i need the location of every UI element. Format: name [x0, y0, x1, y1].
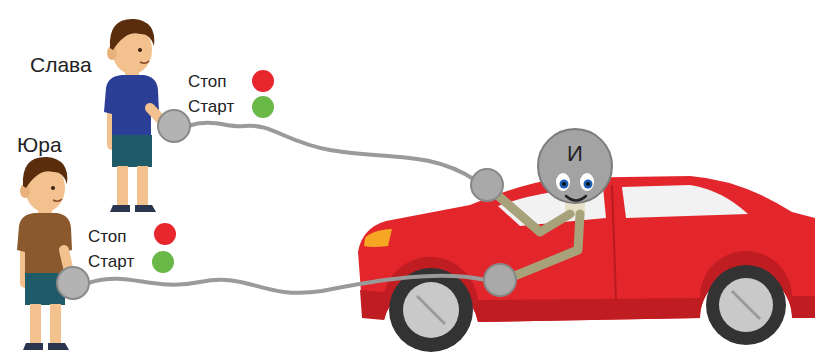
legend-swatch — [154, 223, 176, 245]
boy-yura — [17, 157, 72, 350]
boy-arm — [64, 250, 70, 276]
legend-swatch — [252, 96, 274, 118]
node-text: И — [539, 130, 611, 166]
boy-figure — [17, 157, 72, 350]
boy-name: Юра — [17, 133, 62, 157]
car-window — [622, 185, 748, 218]
legend-swatch — [252, 70, 274, 92]
robot-arm — [502, 214, 580, 281]
remote-knob — [158, 110, 190, 142]
legend-text: Старт — [88, 252, 134, 272]
legend-swatch — [152, 251, 174, 273]
car-wheel — [389, 268, 473, 352]
car-control-knob — [484, 264, 516, 296]
car-hub — [403, 282, 459, 338]
car-wheel — [706, 265, 786, 345]
control-wire — [188, 123, 475, 180]
car-headlight — [364, 229, 392, 247]
car-hub-line — [417, 296, 445, 324]
boy-slava — [104, 19, 165, 212]
boy-name: Слава — [30, 53, 92, 77]
robot-head: И — [537, 128, 613, 204]
car-hub-line — [732, 291, 760, 319]
car-hub — [719, 278, 773, 332]
boy-arm — [150, 108, 165, 124]
legend-text: Стоп — [188, 72, 227, 92]
remote-knob — [57, 267, 89, 299]
control-wire — [88, 276, 486, 293]
legend-text: Стоп — [88, 227, 127, 247]
car-control-knob — [471, 169, 503, 201]
car-door-line — [612, 185, 616, 300]
car — [358, 176, 815, 352]
legend-text: Старт — [188, 97, 234, 117]
